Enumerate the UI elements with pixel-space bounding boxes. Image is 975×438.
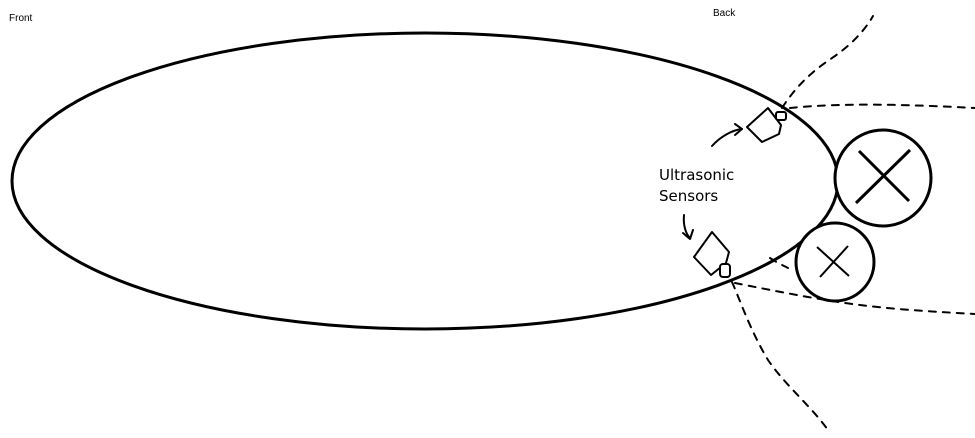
upper-arrow-shaft — [711, 128, 743, 147]
lower-sensor-emitter — [719, 263, 731, 278]
upper-sensor — [746, 107, 787, 143]
upper-arrow-head — [734, 123, 743, 136]
pointer-arrows — [682, 123, 743, 240]
large-wheel-cross-b — [854, 148, 912, 205]
body-ellipse — [10, 31, 840, 331]
lower-arrow-head — [682, 229, 694, 240]
small-wheel — [794, 221, 876, 303]
lower-range-line-right — [734, 282, 975, 315]
upper-range-line-up — [781, 15, 874, 109]
upper-range-line-right — [789, 103, 975, 109]
large-wheel — [833, 128, 933, 228]
lower-sensor — [693, 231, 731, 278]
upper-sensor-emitter — [775, 111, 787, 121]
front-label: Front — [9, 13, 33, 24]
small-wheel-cross-b — [819, 245, 849, 278]
lower-range-line-down — [731, 281, 829, 431]
ultrasonic-sensors-label: Ultrasonic Sensors — [659, 166, 735, 205]
lower-range-line-short — [769, 257, 789, 269]
upper-sensor-body — [746, 107, 782, 143]
sensor-range-lines — [731, 15, 975, 431]
back-label: Back — [713, 8, 736, 19]
